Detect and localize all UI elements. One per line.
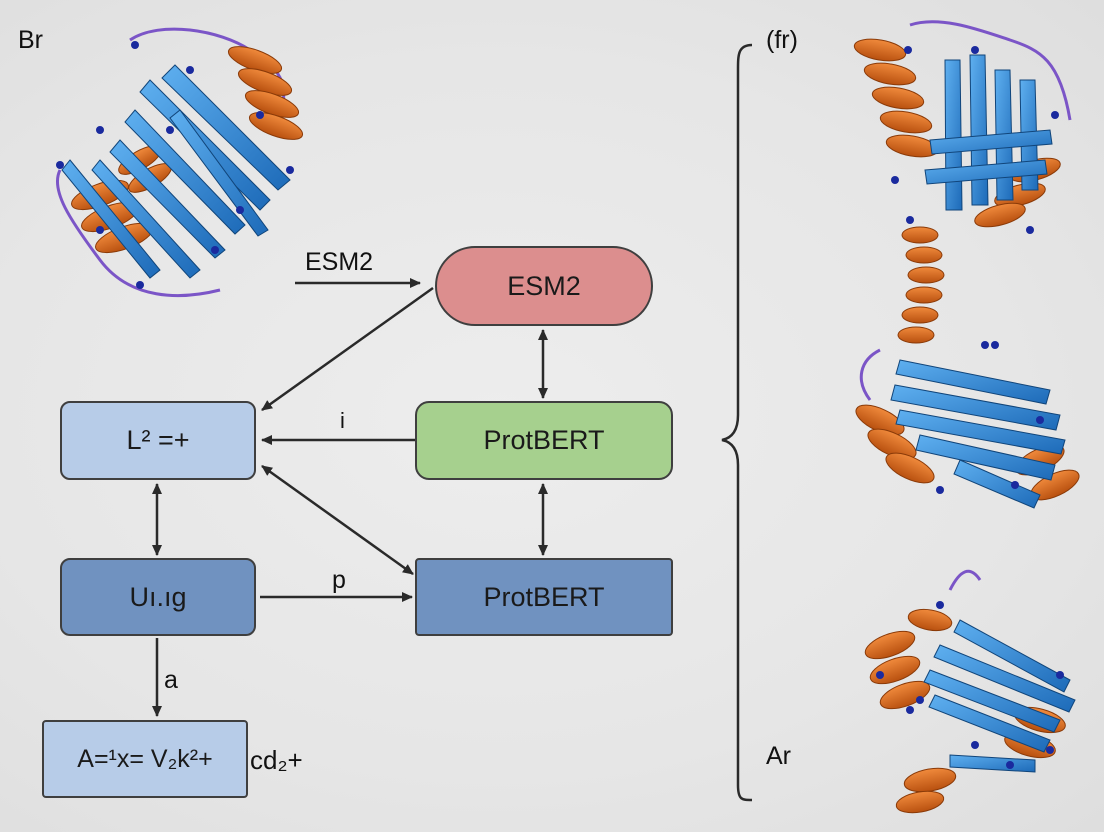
arrow-esm2-l2 [261, 286, 434, 412]
node-protbert-blue: ProtBERT [415, 558, 673, 636]
node-formula: A=¹x= V₂k²+ [42, 720, 248, 798]
label-edge-a: a [164, 666, 178, 694]
node-using: Uı.ıg [60, 558, 256, 636]
protein-structure-icon [55, 27, 304, 298]
label-ar: Ar [766, 742, 791, 770]
node-l2: L² =+ [60, 401, 256, 480]
arrow-l2-protbert-blue [261, 464, 414, 576]
label-edge-p: p [332, 566, 346, 594]
label-fr: (fr) [766, 26, 798, 54]
label-edge-i: i [340, 408, 345, 433]
label-trailing: cd₂+ [250, 745, 303, 775]
node-esm2: ESM2 [435, 246, 653, 326]
protein-structure-icon [853, 20, 1080, 814]
curly-brace [721, 43, 753, 802]
label-esm2-input: ESM2 [305, 248, 374, 276]
edges [152, 278, 548, 717]
label-br: Br [18, 26, 43, 54]
node-protbert-green: ProtBERT [415, 401, 673, 480]
